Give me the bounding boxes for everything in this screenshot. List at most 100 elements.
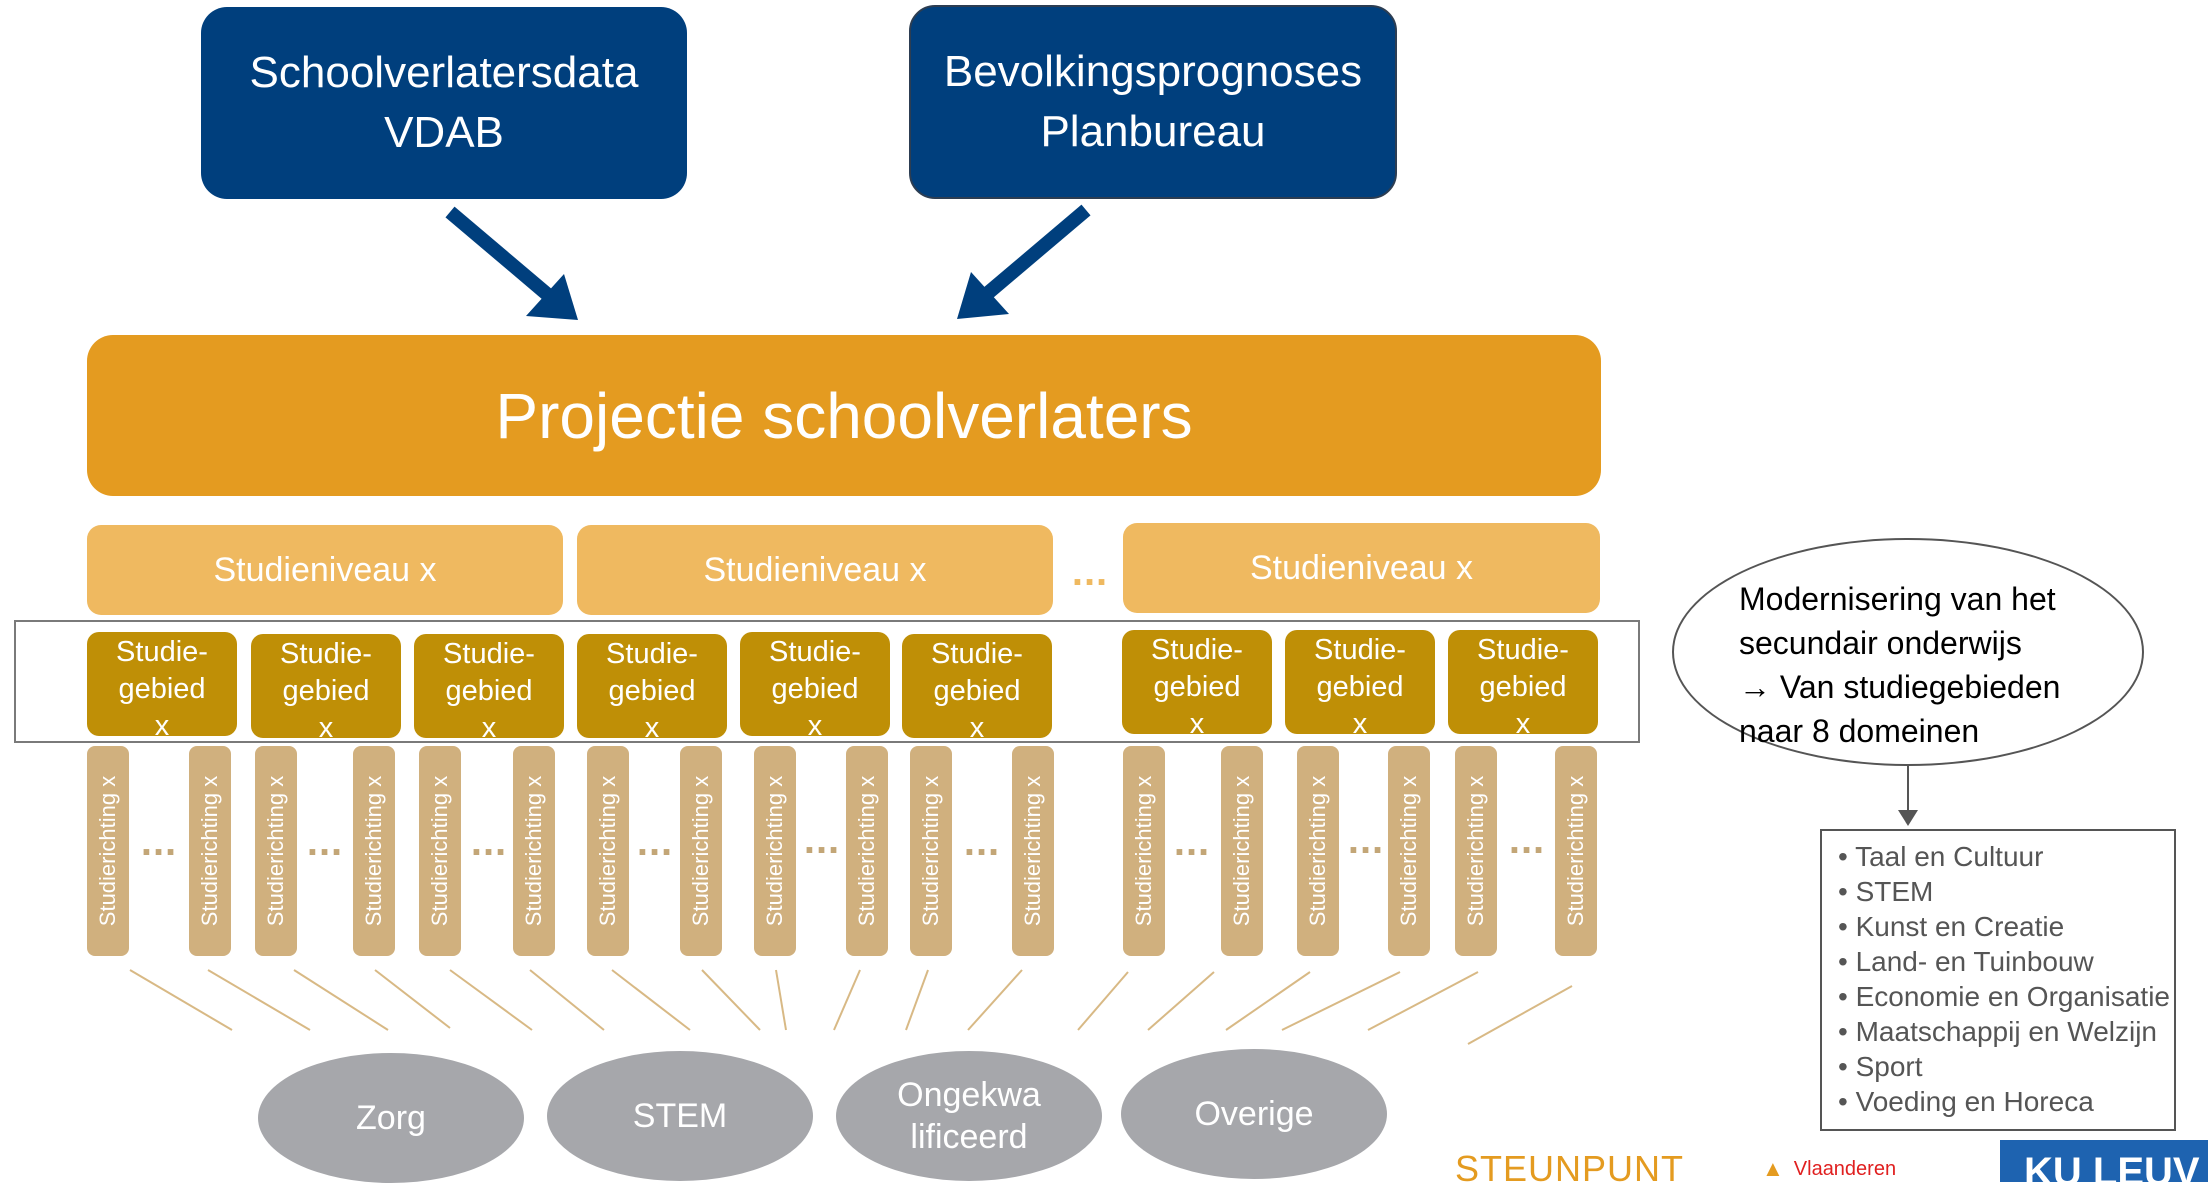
studiegebied-label: x — [318, 712, 334, 744]
source-box-vdab: Schoolverlatersdata VDAB — [201, 7, 687, 199]
studiegebied-label: gebied — [1316, 671, 1404, 703]
domain-item: Kunst en Creatie — [1838, 909, 2174, 944]
callout-line: secundair onderwijs — [1739, 625, 2022, 661]
kuleuven-label: KU LEUV — [2024, 1150, 2200, 1182]
category-zorg: Zorg — [258, 1053, 524, 1183]
studiegebied-label: gebied — [118, 673, 206, 705]
studierichting-ellipsis: ... — [140, 820, 178, 864]
studierichting-bar: Studierichting x — [910, 746, 952, 956]
studiegebied-box: Studie- gebied x — [740, 632, 890, 742]
studierichting-bar: Studierichting x — [87, 746, 129, 956]
level-label: Studieniveau x — [703, 550, 927, 589]
level-label: Studieniveau x — [1249, 548, 1474, 587]
studiegebied-label: gebied — [933, 675, 1021, 707]
studiegebied-label: gebied — [1479, 671, 1567, 703]
domain-item: Voeding en Horeca — [1838, 1084, 2174, 1119]
level-box: Studieniveau x — [1123, 523, 1600, 613]
studiegebied-label: Studie- — [606, 638, 698, 670]
arrow-down-left-icon — [957, 204, 1091, 319]
studiegebied-label: Studie- — [1477, 634, 1569, 666]
studierichting-bar: Studierichting x — [846, 746, 888, 956]
studierichting-label: Studierichting x — [918, 775, 943, 927]
source-subtitle: VDAB — [384, 108, 504, 157]
kuleuven-logo: KU LEUV — [2000, 1140, 2208, 1182]
studierichting-bar: Studierichting x — [1297, 746, 1339, 956]
source-title: Schoolverlatersdata — [249, 48, 639, 97]
category-label: Overige — [1194, 1095, 1314, 1133]
studierichting-label: Studierichting x — [1396, 775, 1421, 927]
studierichting-bar: Studierichting x — [353, 746, 395, 956]
studierichting-ellipsis: ... — [1173, 820, 1211, 864]
studierichting-label: Studierichting x — [1020, 775, 1045, 927]
studierichting-label: Studierichting x — [427, 775, 452, 927]
callout-line: → Van studiegebieden — [1739, 669, 2061, 705]
studiegebied-label: x — [1189, 708, 1205, 740]
studiegebied-frame — [14, 620, 1640, 743]
studiegebied-box: Studie- gebied x — [1285, 630, 1435, 740]
vlaanderen-logo: ▲ Vlaanderen — [1762, 1156, 1896, 1182]
callout-text: Modernisering van het secundair onderwij… — [1739, 577, 2159, 753]
studierichting-bar: Studierichting x — [754, 746, 796, 956]
studiegebied-label: Studie- — [1151, 634, 1243, 666]
studierichting-bar: Studierichting x — [419, 746, 461, 956]
callout-line: naar 8 domeinen — [1739, 713, 1980, 749]
studierichting-label: Studierichting x — [263, 775, 288, 927]
category-label: Ongekwa — [897, 1076, 1041, 1114]
studiegebied-label: x — [154, 710, 170, 742]
studierichting-label: Studierichting x — [595, 775, 620, 927]
callout-ellipse — [1672, 538, 2144, 766]
studierichting-bar: Studierichting x — [1221, 746, 1263, 956]
studierichting-label: Studierichting x — [1229, 775, 1254, 927]
projection-title: Projectie schoolverlaters — [495, 379, 1193, 452]
domain-item: STEM — [1838, 874, 2174, 909]
studiegebied-label: Studie- — [280, 638, 372, 670]
studierichting-bar: Studierichting x — [255, 746, 297, 956]
studiegebied-label: gebied — [1153, 671, 1241, 703]
arrow-down-right-icon — [445, 206, 578, 320]
studiegebied-label: x — [1352, 708, 1368, 740]
studierichting-ellipsis: ... — [636, 820, 674, 864]
studierichting-ellipsis: ... — [470, 820, 508, 864]
studiegebied-box: Studie- gebied x — [902, 634, 1052, 744]
studiegebied-label: Studie- — [931, 638, 1023, 670]
studiegebied-label: Studie- — [443, 638, 535, 670]
studierichting-bar: Studierichting x — [1388, 746, 1430, 956]
studiegebied-box: Studie- gebied x — [414, 634, 564, 744]
studierichting-ellipsis: ... — [963, 820, 1001, 864]
studierichting-bar: Studierichting x — [587, 746, 629, 956]
category-label: lificeerd — [910, 1118, 1028, 1156]
studiegebied-label: Studie- — [116, 636, 208, 668]
domain-item: Economie en Organisatie — [1838, 979, 2174, 1014]
studierichting-bar: Studierichting x — [1123, 746, 1165, 956]
studiegebied-box: Studie- gebied x — [577, 634, 727, 744]
studierichting-ellipsis: ... — [1347, 818, 1385, 862]
studiegebied-label: gebied — [445, 675, 533, 707]
studiegebied-label: x — [969, 712, 985, 744]
category-overige: Overige — [1121, 1049, 1387, 1179]
studiegebied-box: Studie- gebied x — [251, 634, 401, 744]
studierichting-label: Studierichting x — [854, 775, 879, 927]
studierichting-bar: Studierichting x — [680, 746, 722, 956]
studiegebied-label: x — [1515, 708, 1531, 740]
studierichting-label: Studierichting x — [95, 775, 120, 927]
studierichting-label: Studierichting x — [1563, 775, 1588, 927]
level-label: Studieniveau x — [213, 550, 437, 589]
studierichting-label: Studierichting x — [1305, 775, 1330, 927]
vlaanderen-label: Vlaanderen — [1793, 1157, 1897, 1180]
studierichting-label: Studierichting x — [361, 775, 386, 927]
studiegebied-box: Studie- gebied x — [87, 632, 237, 742]
studierichting-label: Studierichting x — [197, 775, 222, 927]
studierichting-ellipsis: ... — [306, 820, 344, 864]
studierichting-ellipsis: ... — [1508, 818, 1546, 862]
domain-item: Maatschappij en Welzijn — [1838, 1014, 2174, 1049]
level-box: Studieniveau x — [577, 525, 1053, 615]
level-box: Studieniveau x — [87, 525, 563, 615]
domain-item: Taal en Cultuur — [1838, 839, 2174, 874]
studierichting-bar: Studierichting x — [189, 746, 231, 956]
domain-item: Land- en Tuinbouw — [1838, 944, 2174, 979]
domain-item: Sport — [1838, 1049, 2174, 1084]
studiegebied-box: Studie- gebied x — [1122, 630, 1272, 740]
callout-line: Modernisering van het — [1739, 581, 2056, 617]
studiegebied-label: x — [481, 712, 497, 744]
studierichting-bar: Studierichting x — [1455, 746, 1497, 956]
